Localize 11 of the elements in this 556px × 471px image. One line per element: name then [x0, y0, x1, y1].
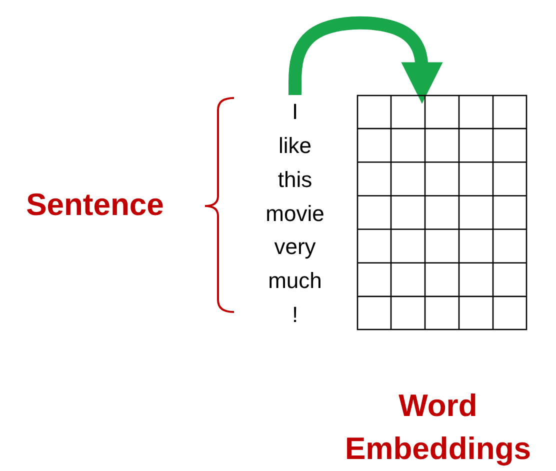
embedding-grid: [357, 95, 527, 330]
word: I: [290, 98, 300, 125]
curved-arrow: [288, 16, 443, 104]
word: very: [273, 234, 317, 260]
caption-label: Sentence: [25, 186, 165, 224]
word: this: [276, 166, 314, 193]
word: like: [277, 132, 312, 159]
word: !: [290, 302, 300, 328]
caption-label: Word Embeddings: [344, 387, 532, 468]
word: movie: [264, 200, 326, 226]
word: much: [267, 268, 323, 294]
